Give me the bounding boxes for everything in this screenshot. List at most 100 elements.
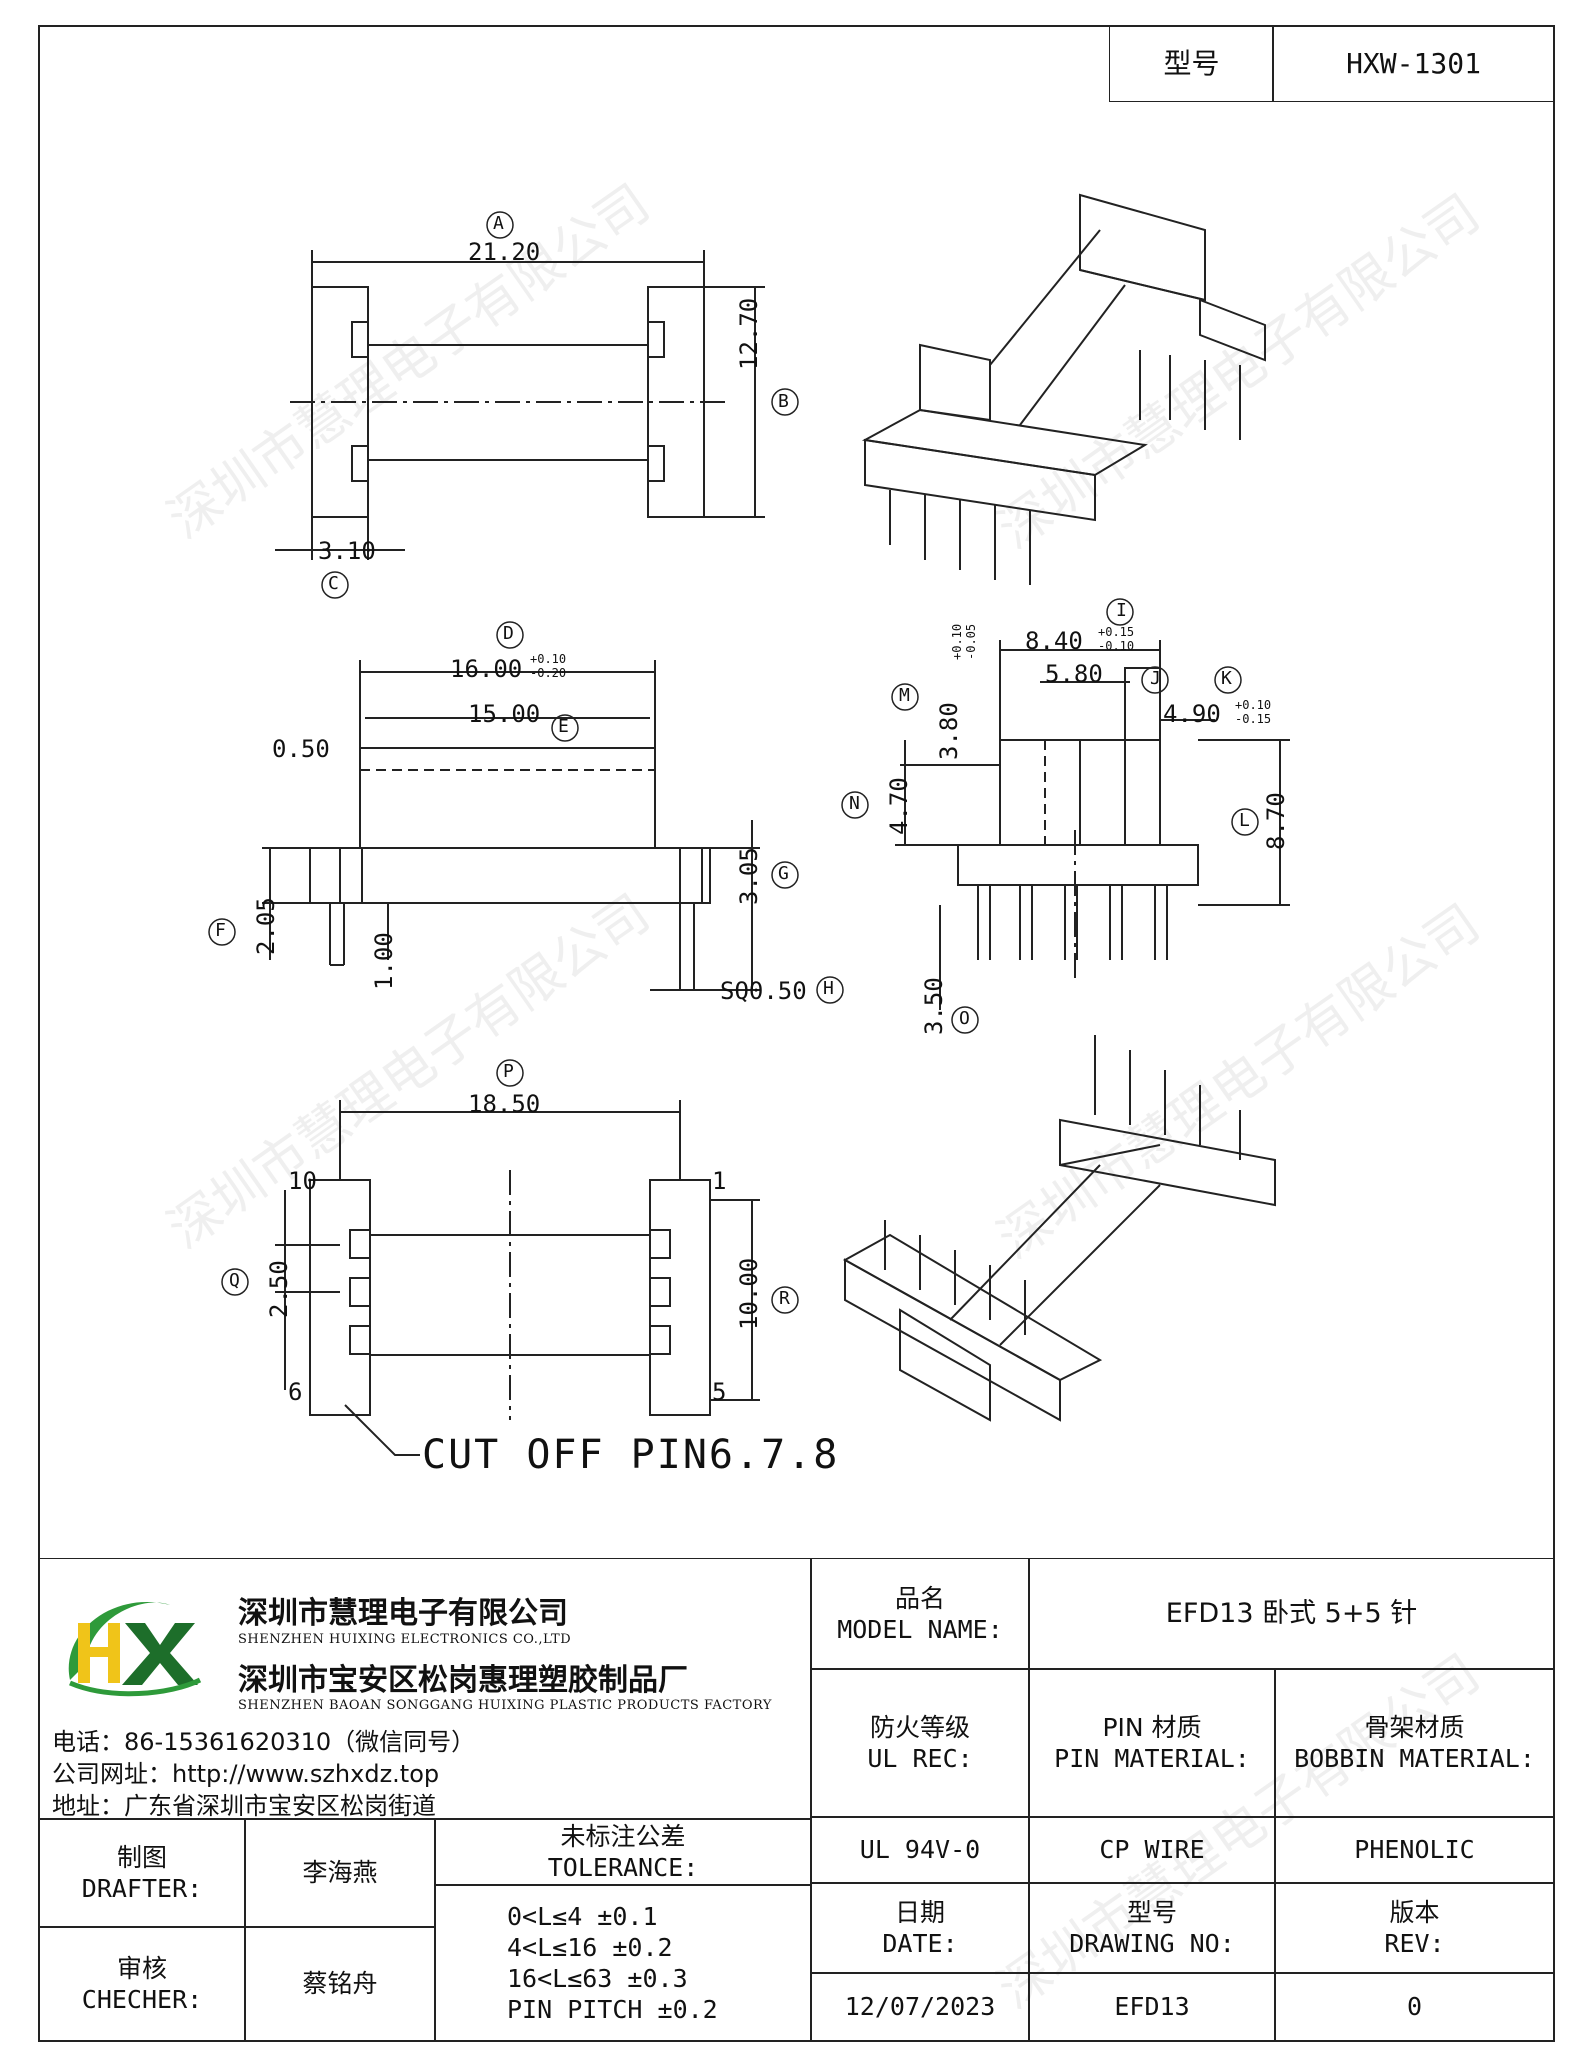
drafter-label-cell: 制图 DRAFTER: — [38, 1818, 246, 1928]
drawing-no-value: EFD13 — [1114, 1992, 1190, 2022]
pin-material-label-cell: PIN 材质 PIN MATERIAL: — [1028, 1668, 1276, 1818]
dim-N-letter: N — [849, 793, 860, 814]
checker-cn: 审核 — [116, 1953, 167, 1983]
date-label-cell: 日期 DATE: — [810, 1882, 1030, 1974]
dim-M-letter: M — [899, 685, 910, 706]
drawing-no-cn: 型号 — [1126, 1897, 1177, 1927]
dim-O-value: 3.50 — [920, 977, 948, 1035]
rev-cn: 版本 — [1389, 1897, 1440, 1927]
company-name-en: SHENZHEN HUIXING ELECTRONICS CO.,LTD — [238, 1632, 572, 1647]
header-model-label-cell: 型号 — [1109, 25, 1274, 102]
model-name-value: EFD13 卧式 5+5 针 — [1165, 1598, 1418, 1630]
tolerance-label-cell: 未标注公差 TOLERANCE: — [434, 1818, 812, 1886]
tolerance-values-cell: 0<L≤4 ±0.1 4<L≤16 ±0.2 16<L≤63 ±0.3 PIN … — [434, 1884, 812, 2042]
model-name-cn: 品名 — [894, 1583, 945, 1613]
checker-value-cell: 蔡铭舟 — [244, 1926, 436, 2042]
checker-label-cell: 审核 CHECHER: — [38, 1926, 246, 2042]
dim-F-value: 2.05 — [252, 897, 280, 955]
end-view — [895, 640, 1290, 1010]
pin-label-1: 1 — [712, 1167, 727, 1195]
dim-D-tol-plus: +0.10 — [530, 652, 567, 666]
tolerance-line: 4<L≤16 ±0.2 — [507, 1932, 673, 1962]
dim-K-tol-minus: -0.15 — [1235, 712, 1272, 726]
rev-en: REV: — [1384, 1929, 1445, 1958]
dim-H-value: SQ0.50 — [720, 977, 807, 1005]
tolerance-line: PIN PITCH ±0.2 — [507, 1995, 718, 2025]
bobbin-material-value: PHENOLIC — [1354, 1835, 1475, 1865]
pin-label-6: 6 — [288, 1378, 303, 1406]
pin-material-en: PIN MATERIAL: — [1054, 1744, 1250, 1773]
dim-L-letter: L — [1239, 810, 1250, 831]
company-address: 地址：广东省深圳市宝安区松岗街道 — [52, 1792, 436, 1820]
dim-I-letter: I — [1116, 600, 1127, 621]
dim-F-letter: F — [215, 920, 226, 941]
iso-view-bottom — [842, 1035, 1276, 1422]
dim-I-value: 8.40 — [1025, 627, 1083, 655]
ul-rec-cn: 防火等级 — [869, 1712, 970, 1742]
dim-G-value: 3.05 — [735, 847, 763, 905]
model-name-value-cell: EFD13 卧式 5+5 针 — [1028, 1558, 1555, 1670]
checker-value: 蔡铭舟 — [302, 1969, 378, 1999]
pin-material-cn: PIN 材质 — [1102, 1712, 1202, 1742]
ul-rec-label-cell: 防火等级 UL REC: — [810, 1668, 1030, 1818]
dim-pin-value: 1.00 — [370, 932, 398, 990]
dim-R-value: 10.00 — [735, 1257, 763, 1330]
date-en: DATE: — [882, 1929, 958, 1958]
top-view — [275, 250, 765, 560]
dim-J-letter: J — [1150, 668, 1161, 689]
dim-D-value: 16.00 — [450, 655, 523, 683]
date-value: 12/07/2023 — [844, 1992, 996, 2022]
drafter-en: DRAFTER: — [81, 1874, 203, 1903]
dim-O-letter: O — [959, 1008, 970, 1029]
dim-E-value: 15.00 — [468, 700, 541, 728]
tolerance-line: 0<L≤4 ±0.1 — [507, 1901, 658, 1931]
company-logo — [68, 1602, 202, 1697]
bobbin-material-label-cell: 骨架材质 BOBBIN MATERIAL: — [1274, 1668, 1555, 1818]
drawing-no-label-cell: 型号 DRAWING NO: — [1028, 1882, 1276, 1974]
bottom-view — [275, 1100, 760, 1456]
tolerance-en: TOLERANCE: — [547, 1853, 699, 1882]
dim-A-letter: A — [493, 213, 504, 234]
ul-rec-value-cell: UL 94V-0 — [810, 1816, 1030, 1884]
dim-Q-letter: Q — [229, 1270, 240, 1291]
dim-H-letter: H — [823, 978, 834, 999]
header-model-label: 型号 — [1163, 47, 1220, 80]
dim-K-tol-plus: +0.10 — [1235, 698, 1272, 712]
dim-I-tol-minus: -0.10 — [1098, 639, 1135, 653]
bobbin-material-value-cell: PHENOLIC — [1274, 1816, 1555, 1884]
bobbin-material-en: BOBBIN MATERIAL: — [1294, 1744, 1535, 1773]
checker-en: CHECHER: — [81, 1985, 203, 2014]
date-cn: 日期 — [894, 1897, 945, 1927]
side-view — [262, 660, 760, 991]
dim-P-value: 18.50 — [468, 1090, 541, 1118]
header-model-value-cell: HXW-1301 — [1272, 25, 1555, 102]
model-name-en: MODEL NAME: — [837, 1615, 1003, 1644]
pin-label-5: 5 — [712, 1378, 727, 1406]
pin-material-value-cell: CP WIRE — [1028, 1816, 1276, 1884]
dim-E-letter: E — [558, 716, 569, 737]
drafter-value: 李海燕 — [302, 1858, 378, 1888]
dim-M-value: 3.80 — [935, 702, 963, 760]
company-website: 公司网址：http://www.szhxdz.top — [52, 1760, 440, 1788]
dim-P-letter: P — [503, 1061, 514, 1082]
ul-rec-en: UL REC: — [867, 1744, 973, 1773]
drafter-cn: 制图 — [116, 1842, 167, 1872]
rev-value-cell: 0 — [1274, 1972, 1555, 2042]
drafter-value-cell: 李海燕 — [244, 1818, 436, 1928]
company-name-cn: 深圳市慧理电子有限公司 — [238, 1596, 568, 1631]
dim-D-tol-minus: -0.20 — [530, 666, 567, 680]
bobbin-material-cn: 骨架材质 — [1364, 1712, 1465, 1742]
drawing-no-value-cell: EFD13 — [1028, 1972, 1276, 2042]
dim-Q-value: 2.50 — [265, 1260, 293, 1318]
dim-N-value: 4.70 — [885, 777, 913, 835]
drawing-no-en: DRAWING NO: — [1069, 1929, 1235, 1958]
ul-rec-value: UL 94V-0 — [859, 1835, 981, 1865]
pin-material-value: CP WIRE — [1099, 1835, 1205, 1865]
dim-C-letter: C — [328, 573, 339, 594]
dim-B-letter: B — [778, 391, 789, 412]
dim-M-tol-minus: -0.05 — [964, 623, 978, 660]
dim-G-letter: G — [778, 863, 789, 884]
header-model-value: HXW-1301 — [1346, 47, 1481, 80]
cut-off-note: CUT OFF PIN6.7.8 — [422, 1432, 840, 1478]
